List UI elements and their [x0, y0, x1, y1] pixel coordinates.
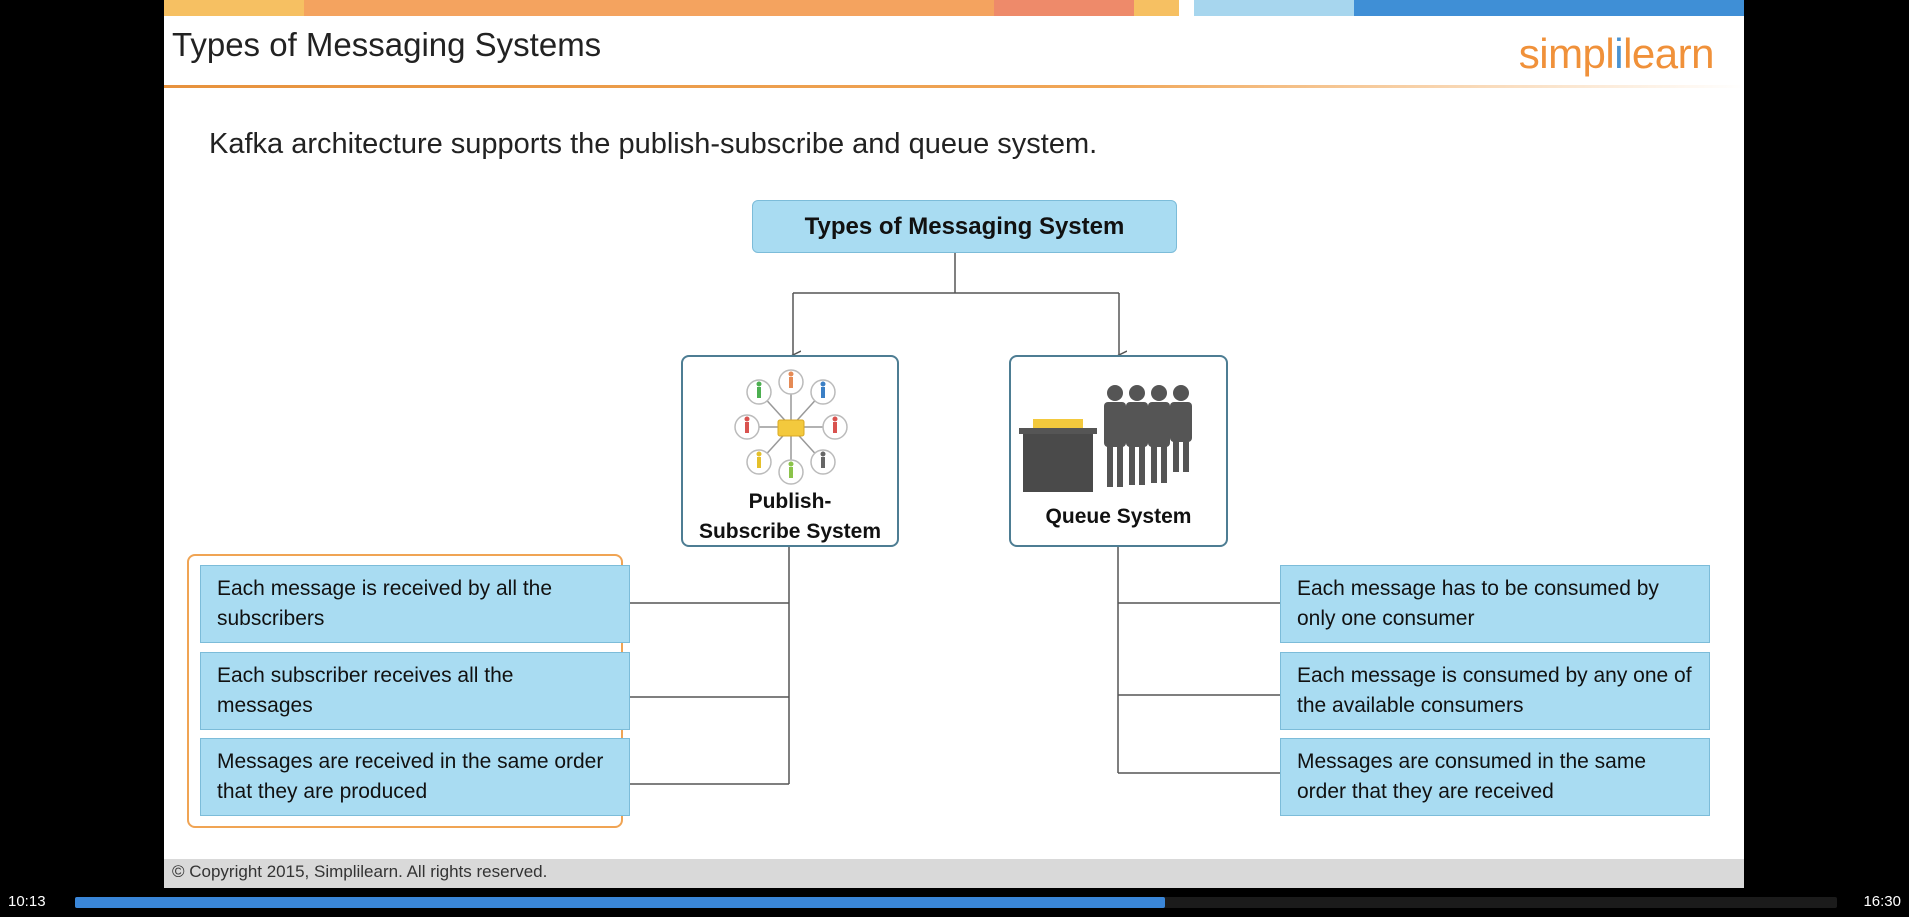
seek-bar-progress	[75, 897, 1166, 908]
publish-subscribe-point-2: Each subscriber receives all the message…	[200, 652, 630, 730]
queue-point-2: Each message is consumed by any one of t…	[1280, 652, 1710, 730]
queue-system-label: Queue System	[1045, 505, 1192, 528]
network-people-icon	[734, 369, 848, 485]
total-time: 16:30	[1863, 893, 1901, 910]
top-color-bar-5	[1194, 0, 1354, 16]
queue-point-3: Messages are consumed in the same order …	[1280, 738, 1710, 816]
current-time: 10:13	[8, 893, 46, 910]
diagram-connectors	[630, 253, 1280, 785]
slide-footer: © Copyright 2015, Simplilearn. All right…	[164, 859, 1744, 888]
copyright-text: © Copyright 2015, Simplilearn. All right…	[172, 862, 548, 881]
root-node-types-of-messaging: Types of Messaging System	[752, 200, 1177, 253]
top-color-bar-3	[994, 0, 1134, 16]
video-player-bar: 10:13 16:30	[0, 888, 1909, 917]
queue-system-node: Queue System	[1009, 355, 1228, 547]
queue-people-icon	[1019, 385, 1192, 492]
simplilearn-logo: simplilearn	[1518, 30, 1715, 77]
slide: Types of Messaging Systems simplilearn K…	[164, 0, 1744, 888]
slide-subtitle: Kafka architecture supports the publish-…	[209, 128, 1098, 160]
top-color-bar-6	[1354, 0, 1744, 16]
title-underline	[164, 85, 1744, 88]
top-color-bar-2	[304, 0, 994, 16]
top-color-bar-1	[164, 0, 304, 16]
publish-subscribe-point-1: Each message is received by all the subs…	[200, 565, 630, 643]
queue-point-1: Each message has to be consumed by only …	[1280, 565, 1710, 643]
publish-subscribe-label-line2: Subscribe System	[698, 520, 882, 543]
slide-title: Types of Messaging Systems	[172, 26, 602, 63]
top-color-bar-4	[1134, 0, 1179, 16]
publish-subscribe-node: Publish- Subscribe System	[681, 355, 899, 547]
seek-bar[interactable]	[75, 897, 1837, 908]
publish-subscribe-label-line1: Publish-	[748, 490, 832, 513]
publish-subscribe-point-3: Messages are received in the same order …	[200, 738, 630, 816]
